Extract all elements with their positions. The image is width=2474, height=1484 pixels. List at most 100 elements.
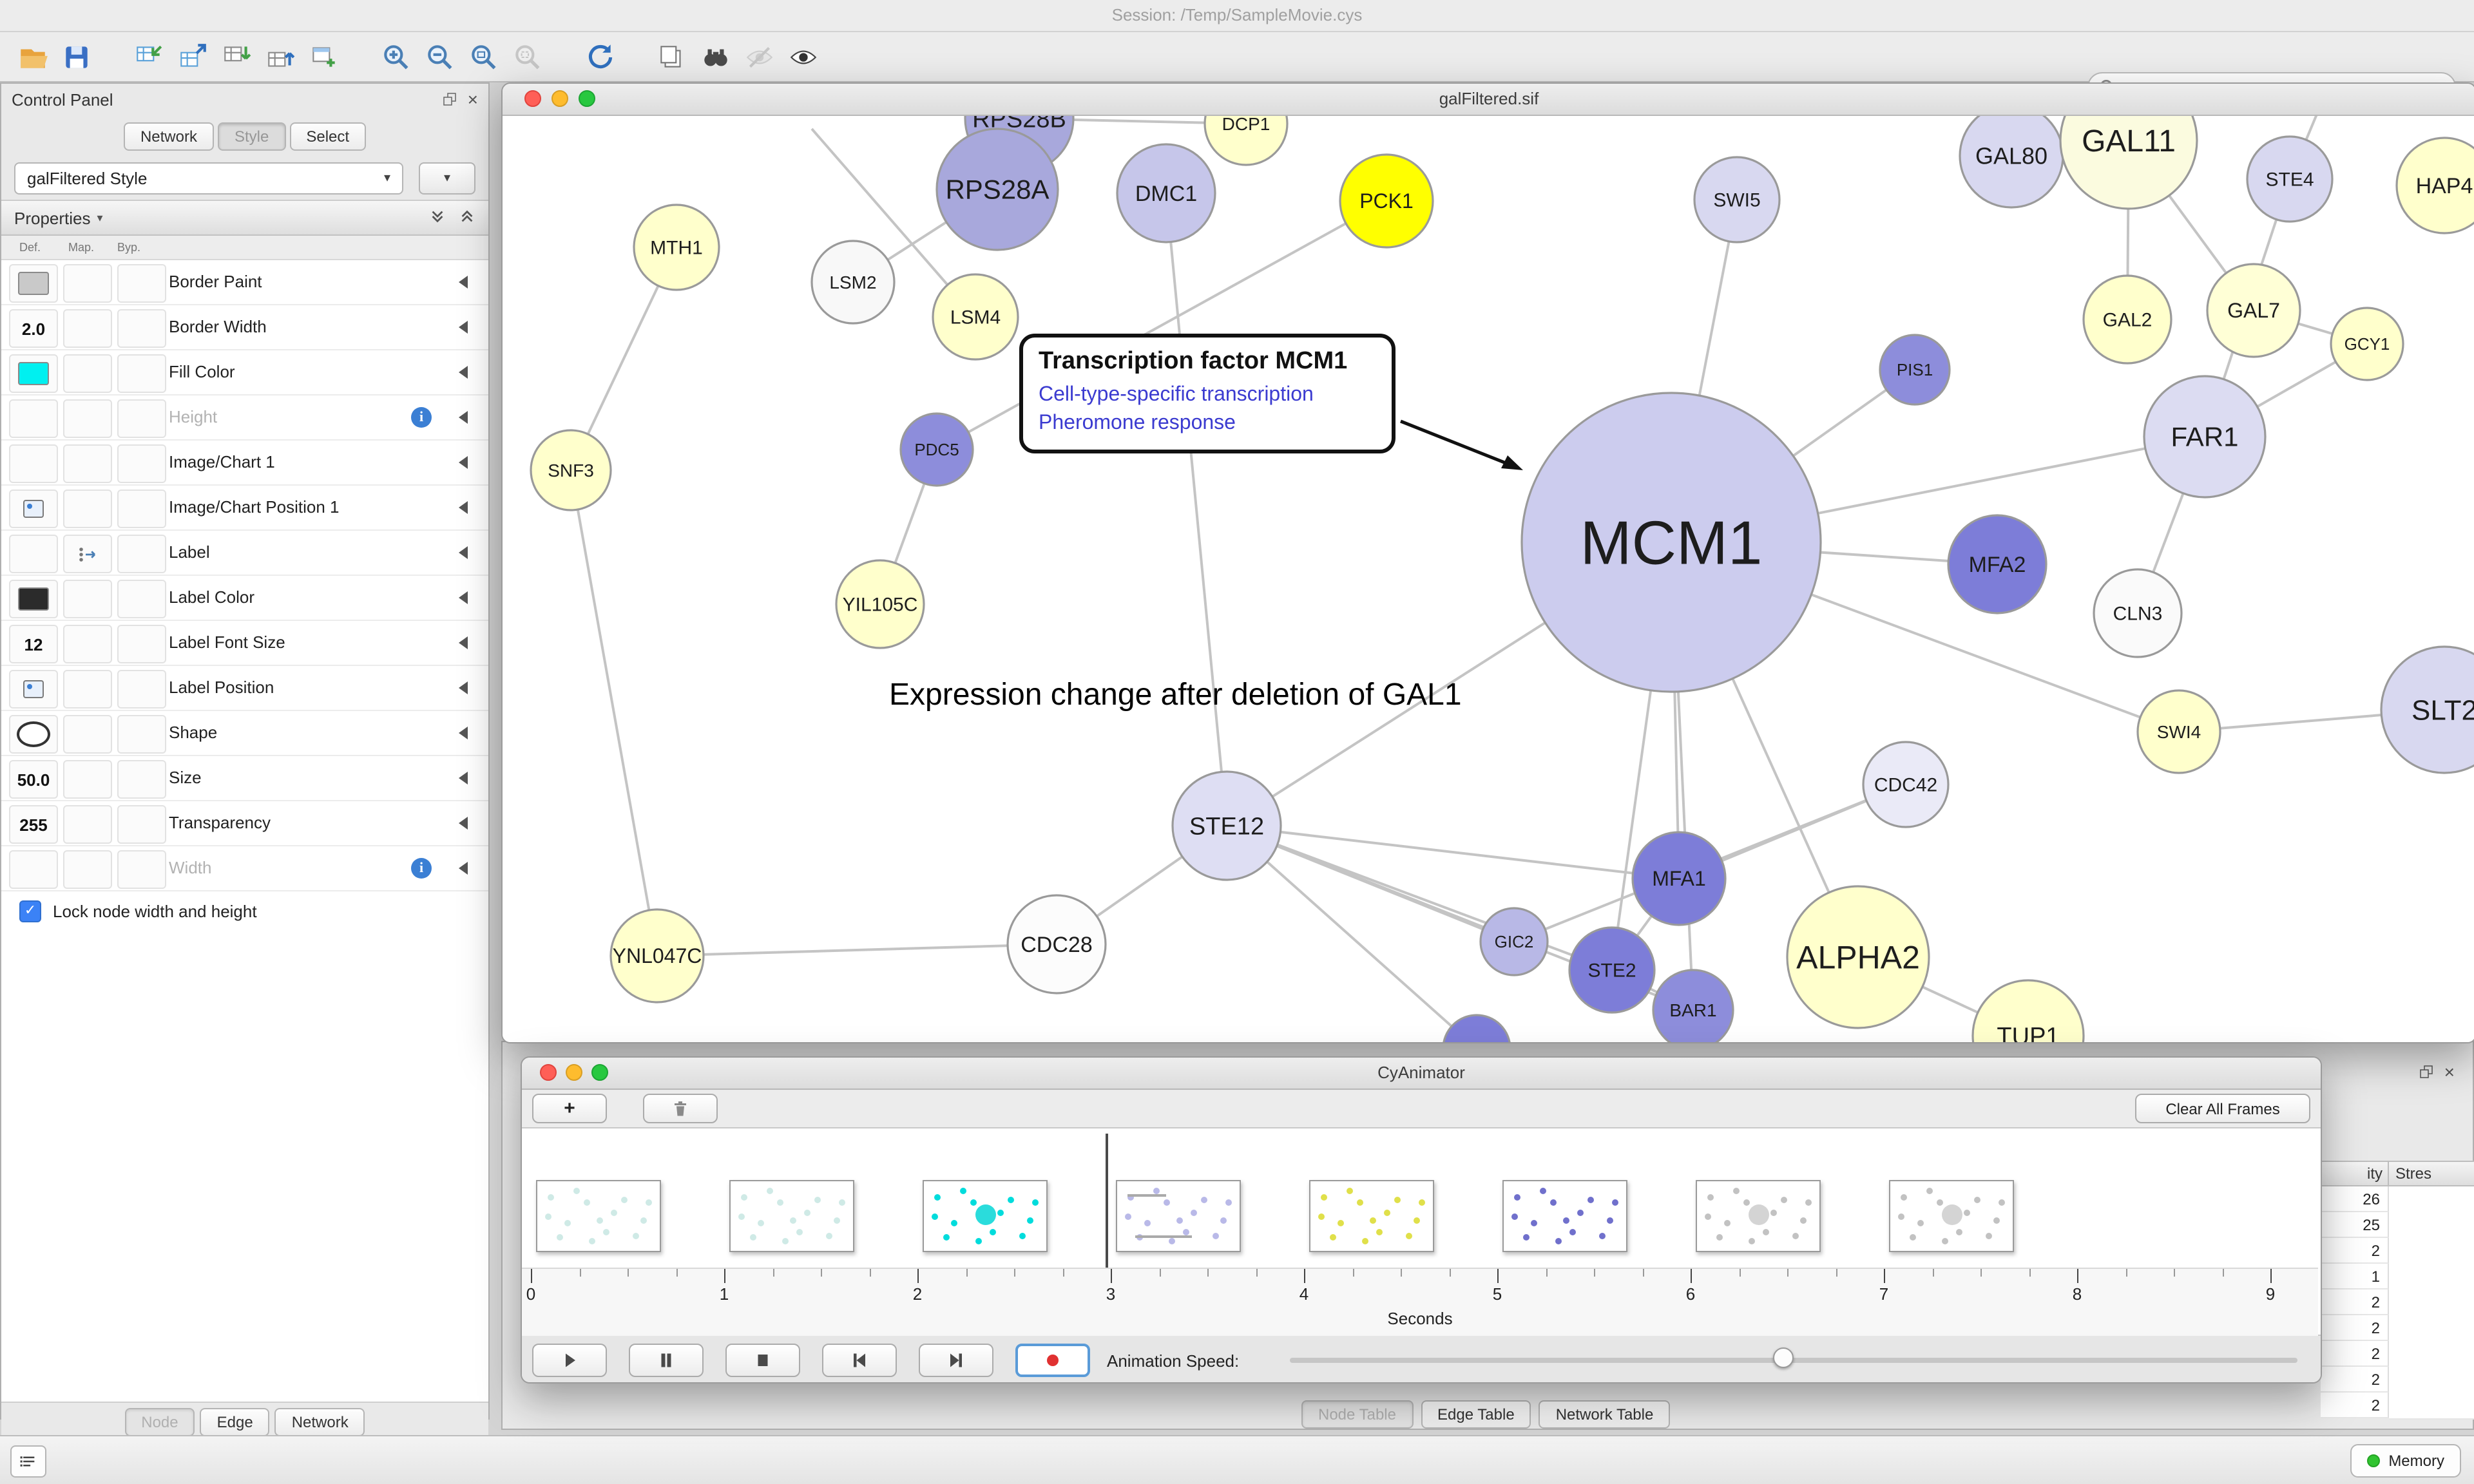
network-node-gal11[interactable]: GAL11 bbox=[2059, 116, 2198, 210]
new-network-window-icon[interactable] bbox=[302, 36, 345, 77]
property-row-label[interactable]: Label bbox=[1, 531, 488, 576]
tab-edge-table[interactable]: Edge Table bbox=[1421, 1400, 1531, 1429]
table-column-header[interactable]: ity bbox=[2321, 1161, 2389, 1186]
bypass-cell[interactable] bbox=[117, 580, 166, 618]
network-node-mfa1[interactable]: MFA1 bbox=[1631, 831, 1727, 926]
tab-style[interactable]: Style bbox=[217, 122, 286, 151]
frame-thumbnail-7[interactable] bbox=[1696, 1180, 1821, 1252]
mapping-cell[interactable] bbox=[63, 580, 112, 618]
network-window-titlebar[interactable]: galFiltered.sif bbox=[503, 84, 2474, 116]
mapping-cell[interactable] bbox=[63, 625, 112, 663]
table-cell[interactable]: 2 bbox=[2321, 1393, 2389, 1418]
network-node-hap4[interactable]: HAP4 bbox=[2395, 137, 2474, 234]
mapping-cell[interactable] bbox=[63, 309, 112, 348]
network-node-snf3[interactable]: SNF3 bbox=[530, 429, 612, 511]
table-row[interactable]: 2 bbox=[503, 1238, 2474, 1265]
record-button[interactable] bbox=[1015, 1344, 1090, 1377]
bypass-cell[interactable] bbox=[117, 444, 166, 483]
table-row[interactable]: 2 bbox=[503, 1393, 2474, 1420]
zoom-window-button[interactable] bbox=[579, 90, 595, 107]
default-value-cell[interactable] bbox=[9, 354, 58, 393]
zoom-window-button[interactable] bbox=[591, 1064, 608, 1081]
bypass-cell[interactable] bbox=[117, 850, 166, 889]
network-node-tup1[interactable]: TUP1 bbox=[1971, 979, 2085, 1043]
expand-row-icon[interactable] bbox=[459, 862, 468, 875]
annotation-link[interactable]: Pheromone response bbox=[1039, 412, 1236, 434]
network-node-alpha2[interactable]: ALPHA2 bbox=[1786, 885, 1930, 1029]
table-cell[interactable] bbox=[2389, 1186, 2474, 1213]
expand-row-icon[interactable] bbox=[459, 501, 468, 514]
default-value-cell[interactable] bbox=[9, 444, 58, 483]
apply-layout-icon[interactable] bbox=[577, 36, 621, 77]
frame-thumbnail-8[interactable] bbox=[1889, 1180, 2014, 1252]
default-value-cell[interactable] bbox=[9, 399, 58, 438]
network-node-gic2[interactable]: GIC2 bbox=[1479, 907, 1549, 976]
network-node-gal80[interactable]: GAL80 bbox=[1959, 116, 2064, 209]
default-value-cell[interactable] bbox=[9, 490, 58, 528]
bypass-cell[interactable] bbox=[117, 670, 166, 709]
expand-row-icon[interactable] bbox=[459, 321, 468, 334]
network-node-gcy1[interactable]: GCY1 bbox=[2330, 307, 2404, 381]
save-session-icon[interactable] bbox=[54, 36, 98, 77]
expand-row-icon[interactable] bbox=[459, 772, 468, 785]
property-row-shape[interactable]: Shape bbox=[1, 711, 488, 756]
network-node-cdc42[interactable]: CDC42 bbox=[1862, 741, 1950, 828]
table-cell[interactable] bbox=[2389, 1341, 2474, 1368]
tab-node-style[interactable]: Node bbox=[124, 1408, 195, 1436]
frame-thumbnail-4[interactable] bbox=[1116, 1180, 1241, 1252]
network-node-dmc1[interactable]: DMC1 bbox=[1116, 143, 1216, 243]
default-value-cell[interactable]: 12 bbox=[9, 625, 58, 663]
mapping-cell[interactable] bbox=[63, 354, 112, 393]
cyanimator-titlebar[interactable]: CyAnimator bbox=[522, 1058, 2321, 1090]
show-all-icon[interactable] bbox=[781, 36, 825, 77]
property-row-border-paint[interactable]: Border Paint bbox=[1, 260, 488, 305]
bypass-cell[interactable] bbox=[117, 354, 166, 393]
network-edge[interactable] bbox=[936, 200, 1387, 451]
close-table-panel-icon[interactable]: × bbox=[2444, 1061, 2455, 1082]
bypass-cell[interactable] bbox=[117, 309, 166, 348]
property-row-fill-color[interactable]: Fill Color bbox=[1, 350, 488, 395]
table-cell[interactable] bbox=[2389, 1393, 2474, 1420]
table-cell[interactable]: 26 bbox=[2321, 1186, 2389, 1212]
table-row[interactable]: 1 bbox=[503, 1264, 2474, 1291]
bypass-cell[interactable] bbox=[117, 760, 166, 799]
table-cell[interactable]: 1 bbox=[2321, 1264, 2389, 1289]
mapping-cell[interactable] bbox=[63, 399, 112, 438]
stop-button[interactable] bbox=[725, 1344, 800, 1377]
network-node-cdc28[interactable]: CDC28 bbox=[1006, 894, 1107, 994]
zoom-in-icon[interactable] bbox=[374, 36, 417, 77]
add-frame-button[interactable]: + bbox=[532, 1094, 607, 1123]
default-value-cell[interactable] bbox=[9, 715, 58, 754]
frame-thumbnail-3[interactable] bbox=[923, 1180, 1048, 1252]
export-table-icon[interactable] bbox=[258, 36, 302, 77]
frame-thumbnail-6[interactable] bbox=[1502, 1180, 1627, 1252]
network-node-ynl047c[interactable]: YNL047C bbox=[609, 908, 705, 1004]
play-button[interactable] bbox=[532, 1344, 607, 1377]
default-value-cell[interactable]: 255 bbox=[9, 805, 58, 844]
frame-thumbnail-5[interactable] bbox=[1309, 1180, 1434, 1252]
network-node-lsm4[interactable]: LSM4 bbox=[932, 273, 1019, 361]
first-frame-button[interactable] bbox=[822, 1344, 897, 1377]
table-cell[interactable]: 2 bbox=[2321, 1289, 2389, 1315]
hide-selected-icon[interactable] bbox=[737, 36, 781, 77]
bypass-cell[interactable] bbox=[117, 805, 166, 844]
bypass-cell[interactable] bbox=[117, 625, 166, 663]
open-session-icon[interactable] bbox=[10, 36, 54, 77]
close-window-button[interactable] bbox=[524, 90, 541, 107]
expand-row-icon[interactable] bbox=[459, 276, 468, 289]
tab-network-style[interactable]: Network bbox=[274, 1408, 365, 1436]
frame-thumbnail-1[interactable] bbox=[536, 1180, 661, 1252]
bypass-cell[interactable] bbox=[117, 535, 166, 573]
table-cell[interactable] bbox=[2389, 1289, 2474, 1317]
network-edge[interactable] bbox=[570, 470, 658, 956]
network-node-rps28a[interactable]: RPS28A bbox=[935, 128, 1059, 251]
network-node-slt2[interactable]: SLT2 bbox=[2380, 645, 2474, 774]
bypass-cell[interactable] bbox=[117, 399, 166, 438]
table-row[interactable]: 2 bbox=[503, 1289, 2474, 1317]
pause-button[interactable] bbox=[629, 1344, 704, 1377]
